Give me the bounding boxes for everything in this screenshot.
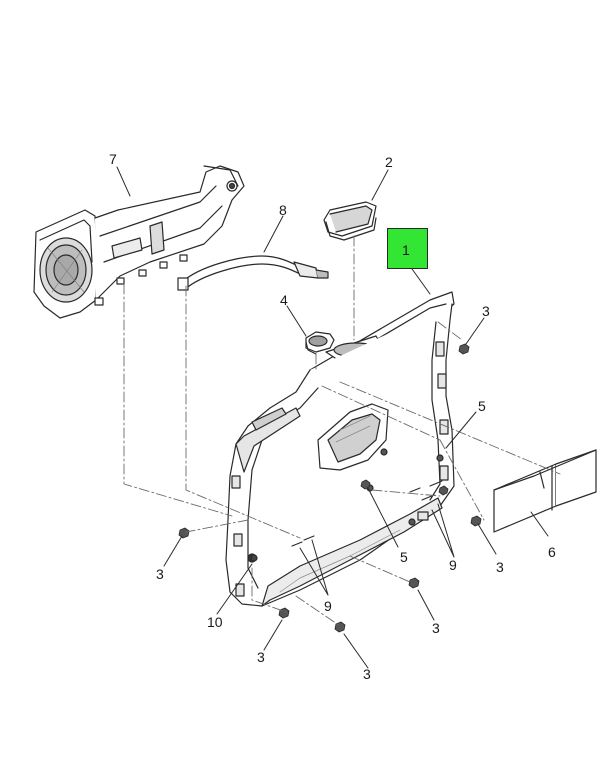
callout-8[interactable]: 8: [279, 202, 287, 218]
callout-10[interactable]: 10: [207, 614, 223, 630]
leader-lines: [116, 166, 549, 669]
part-8-wire-harness: [177, 255, 329, 291]
callout-7[interactable]: 7: [109, 151, 117, 167]
callout-3e[interactable]: 3: [257, 649, 265, 665]
assembly-lines: [123, 235, 561, 627]
callout-5a[interactable]: 5: [478, 398, 486, 414]
callout-3f[interactable]: 3: [363, 666, 371, 682]
callout-2[interactable]: 2: [385, 154, 393, 170]
callout-9a[interactable]: 9: [449, 557, 457, 573]
part-6-pad: [493, 449, 597, 533]
part-1-highlight-box[interactable]: 1: [387, 228, 428, 269]
part-4-switch: [305, 331, 335, 355]
callout-3b[interactable]: 3: [496, 559, 504, 575]
part-1-door-trim-panel: [225, 291, 455, 607]
callout-4[interactable]: 4: [280, 292, 288, 308]
callout-5b[interactable]: 5: [400, 549, 408, 565]
callout-1-label: 1: [402, 242, 410, 258]
callout-3d[interactable]: 3: [432, 620, 440, 636]
part-2-handle-bezel: [323, 201, 377, 241]
callout-3a[interactable]: 3: [482, 303, 490, 319]
callout-6[interactable]: 6: [548, 544, 556, 560]
part-7-speaker-housing: [33, 165, 245, 319]
callout-9b[interactable]: 9: [324, 598, 332, 614]
callout-3c[interactable]: 3: [156, 566, 164, 582]
